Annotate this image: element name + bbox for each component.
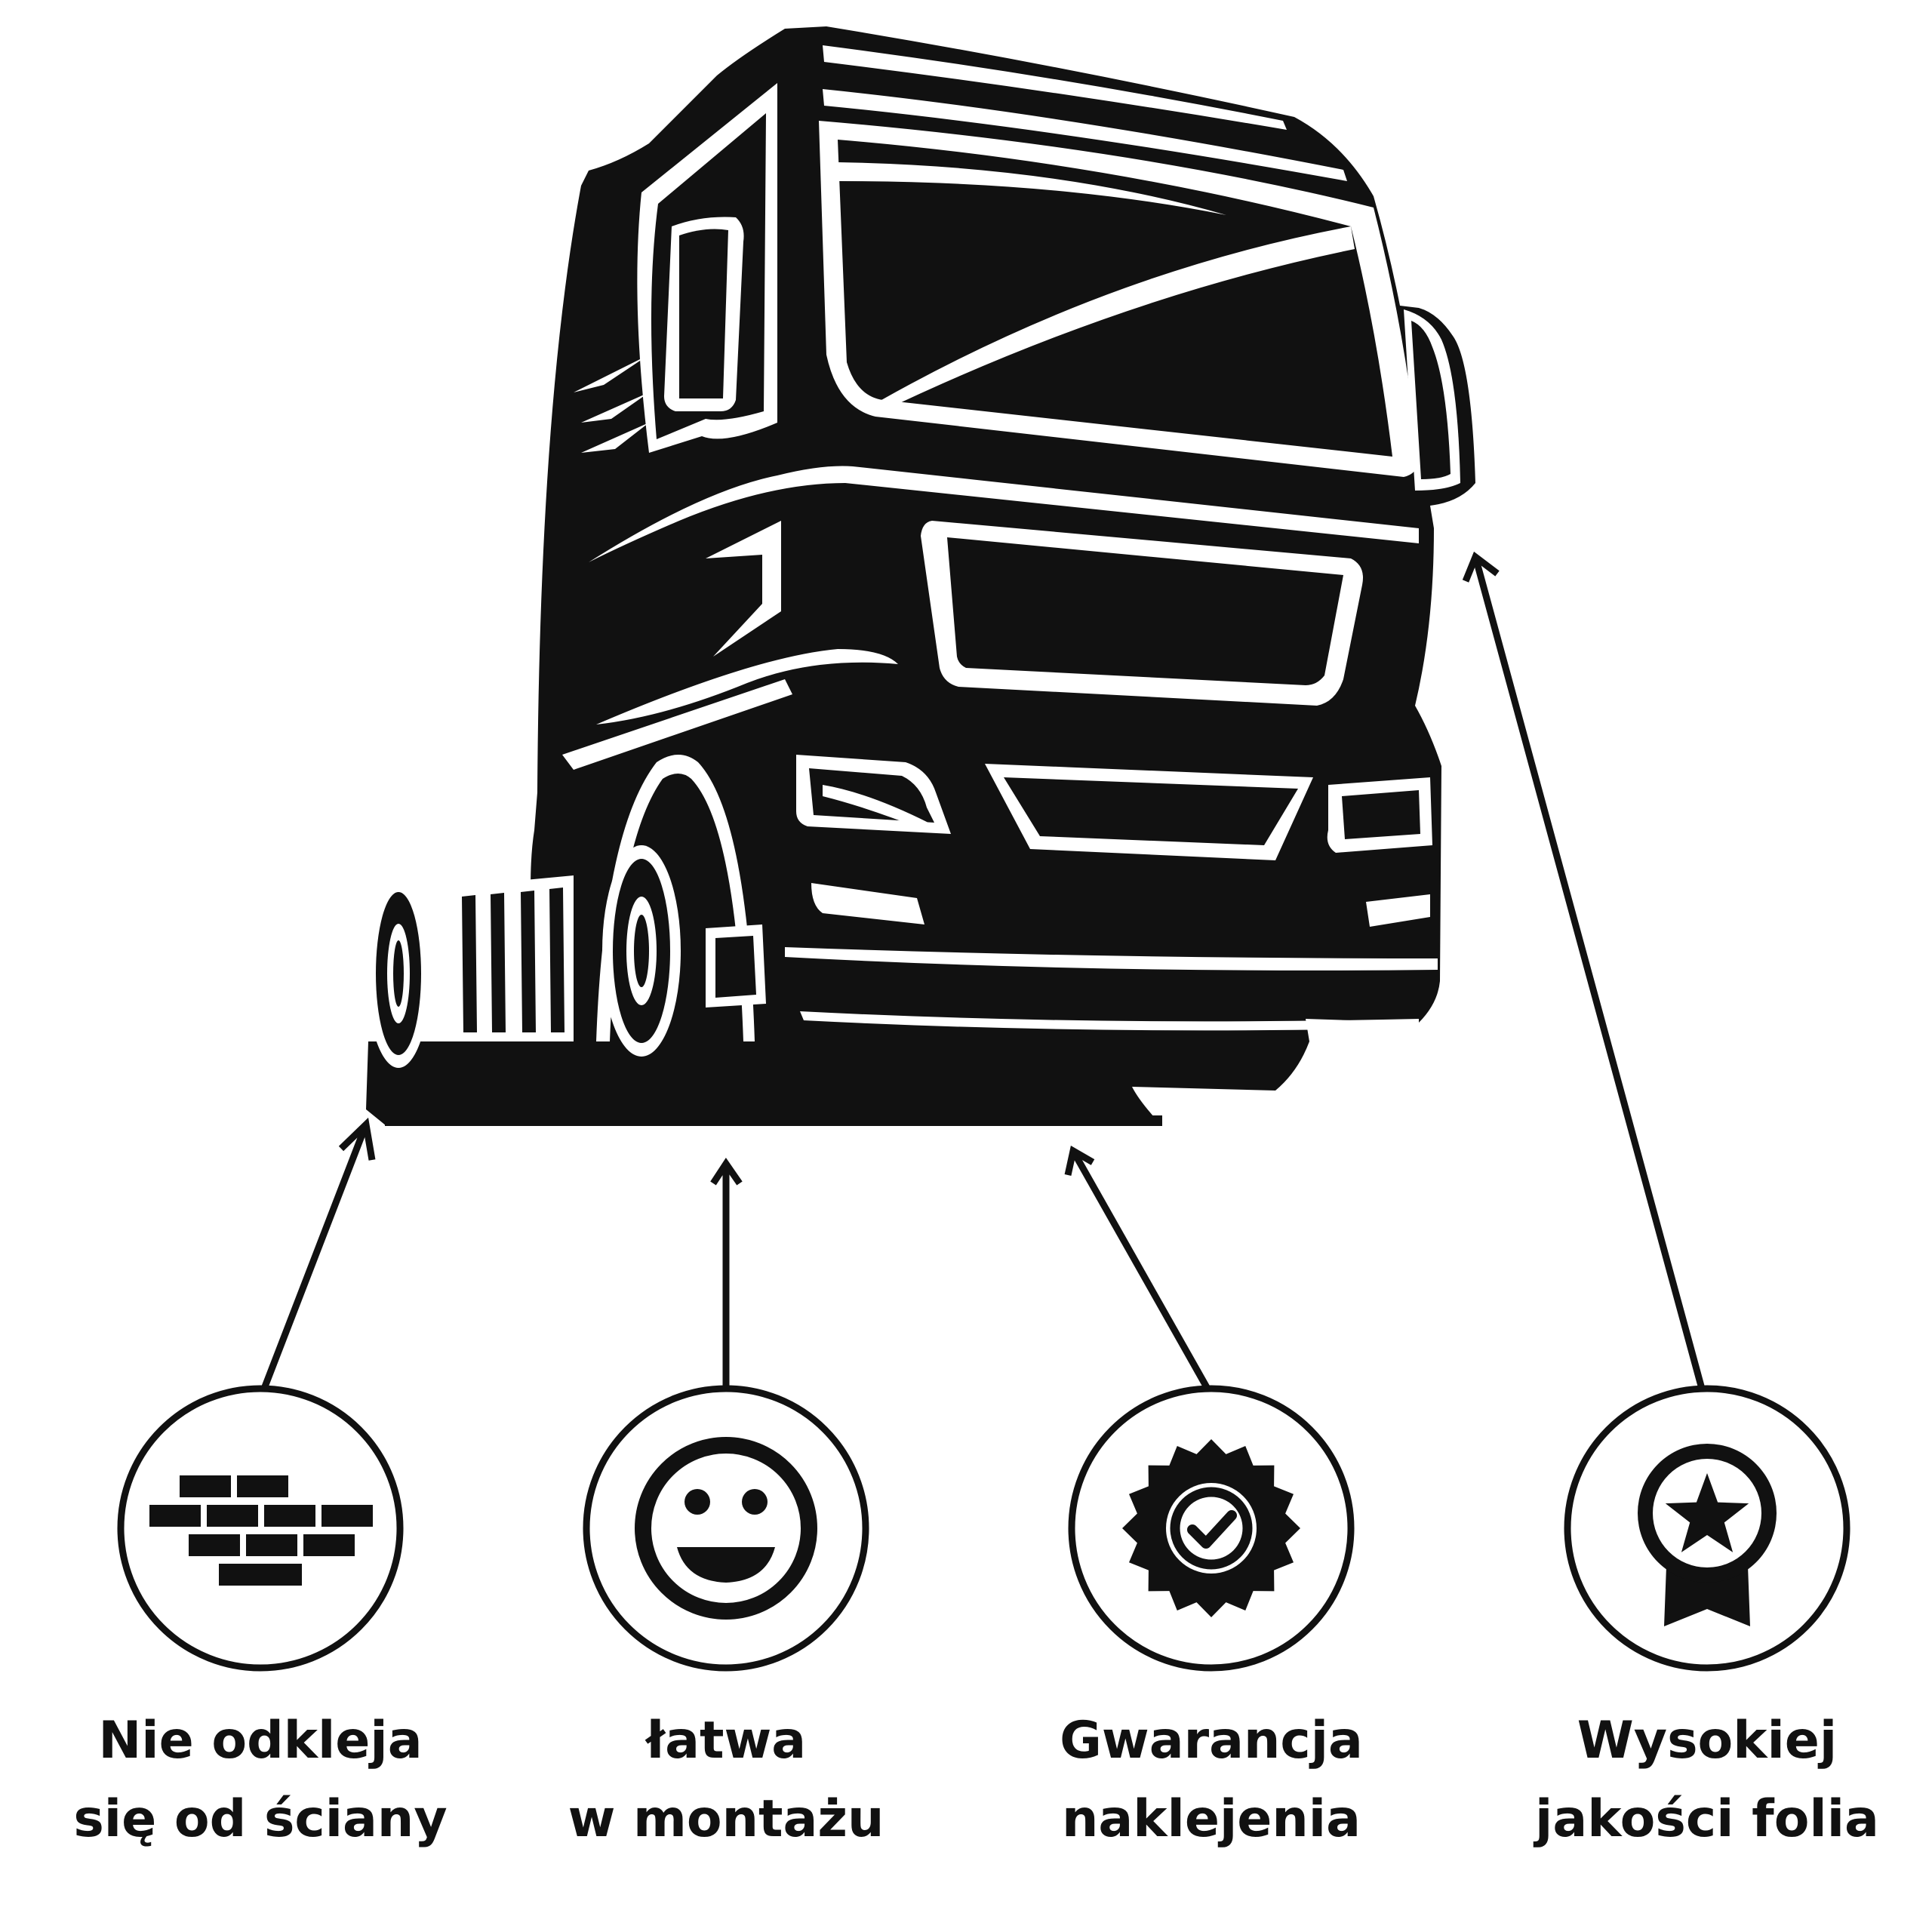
- feature-circle-2: [583, 1385, 869, 1672]
- arrow-2: [710, 1157, 743, 1389]
- feature-label-3: Gwarancja naklejenia: [985, 1702, 1438, 1859]
- feature-label-1: Nie odkleja się od ściany: [34, 1702, 487, 1859]
- brick-wall-icon: [149, 1475, 373, 1586]
- feature-label-2-line-1: łatwa: [645, 1711, 807, 1770]
- feature-label-3-line-2: naklejenia: [1062, 1789, 1361, 1849]
- smiley-face-icon: [635, 1437, 817, 1620]
- feature-label-1-line-1: Nie odkleja: [98, 1711, 423, 1770]
- arrow-4: [1462, 551, 1706, 1390]
- arrow-1: [260, 1117, 376, 1390]
- badge-check-icon: [1122, 1439, 1300, 1617]
- feature-label-1-line-2: się od ściany: [73, 1789, 448, 1849]
- arrows: [260, 551, 1706, 1391]
- arrow-3: [1064, 1146, 1211, 1391]
- feature-label-2-line-2: w montażu: [568, 1789, 884, 1849]
- award-ribbon-icon: [1638, 1444, 1777, 1626]
- feature-label-4-line-1: Wysokiej: [1577, 1711, 1838, 1770]
- feature-label-4-line-2: jakości folia: [1535, 1789, 1879, 1849]
- feature-label-4: Wysokiej jakości folia: [1481, 1702, 1932, 1859]
- feature-label-2: łatwa w montażu: [500, 1702, 952, 1859]
- feature-circle-1: [117, 1385, 404, 1672]
- truck-cab-icon: [366, 26, 1475, 1126]
- feature-label-3-line-1: Gwarancja: [1060, 1711, 1363, 1770]
- feature-circles: [117, 1385, 1850, 1672]
